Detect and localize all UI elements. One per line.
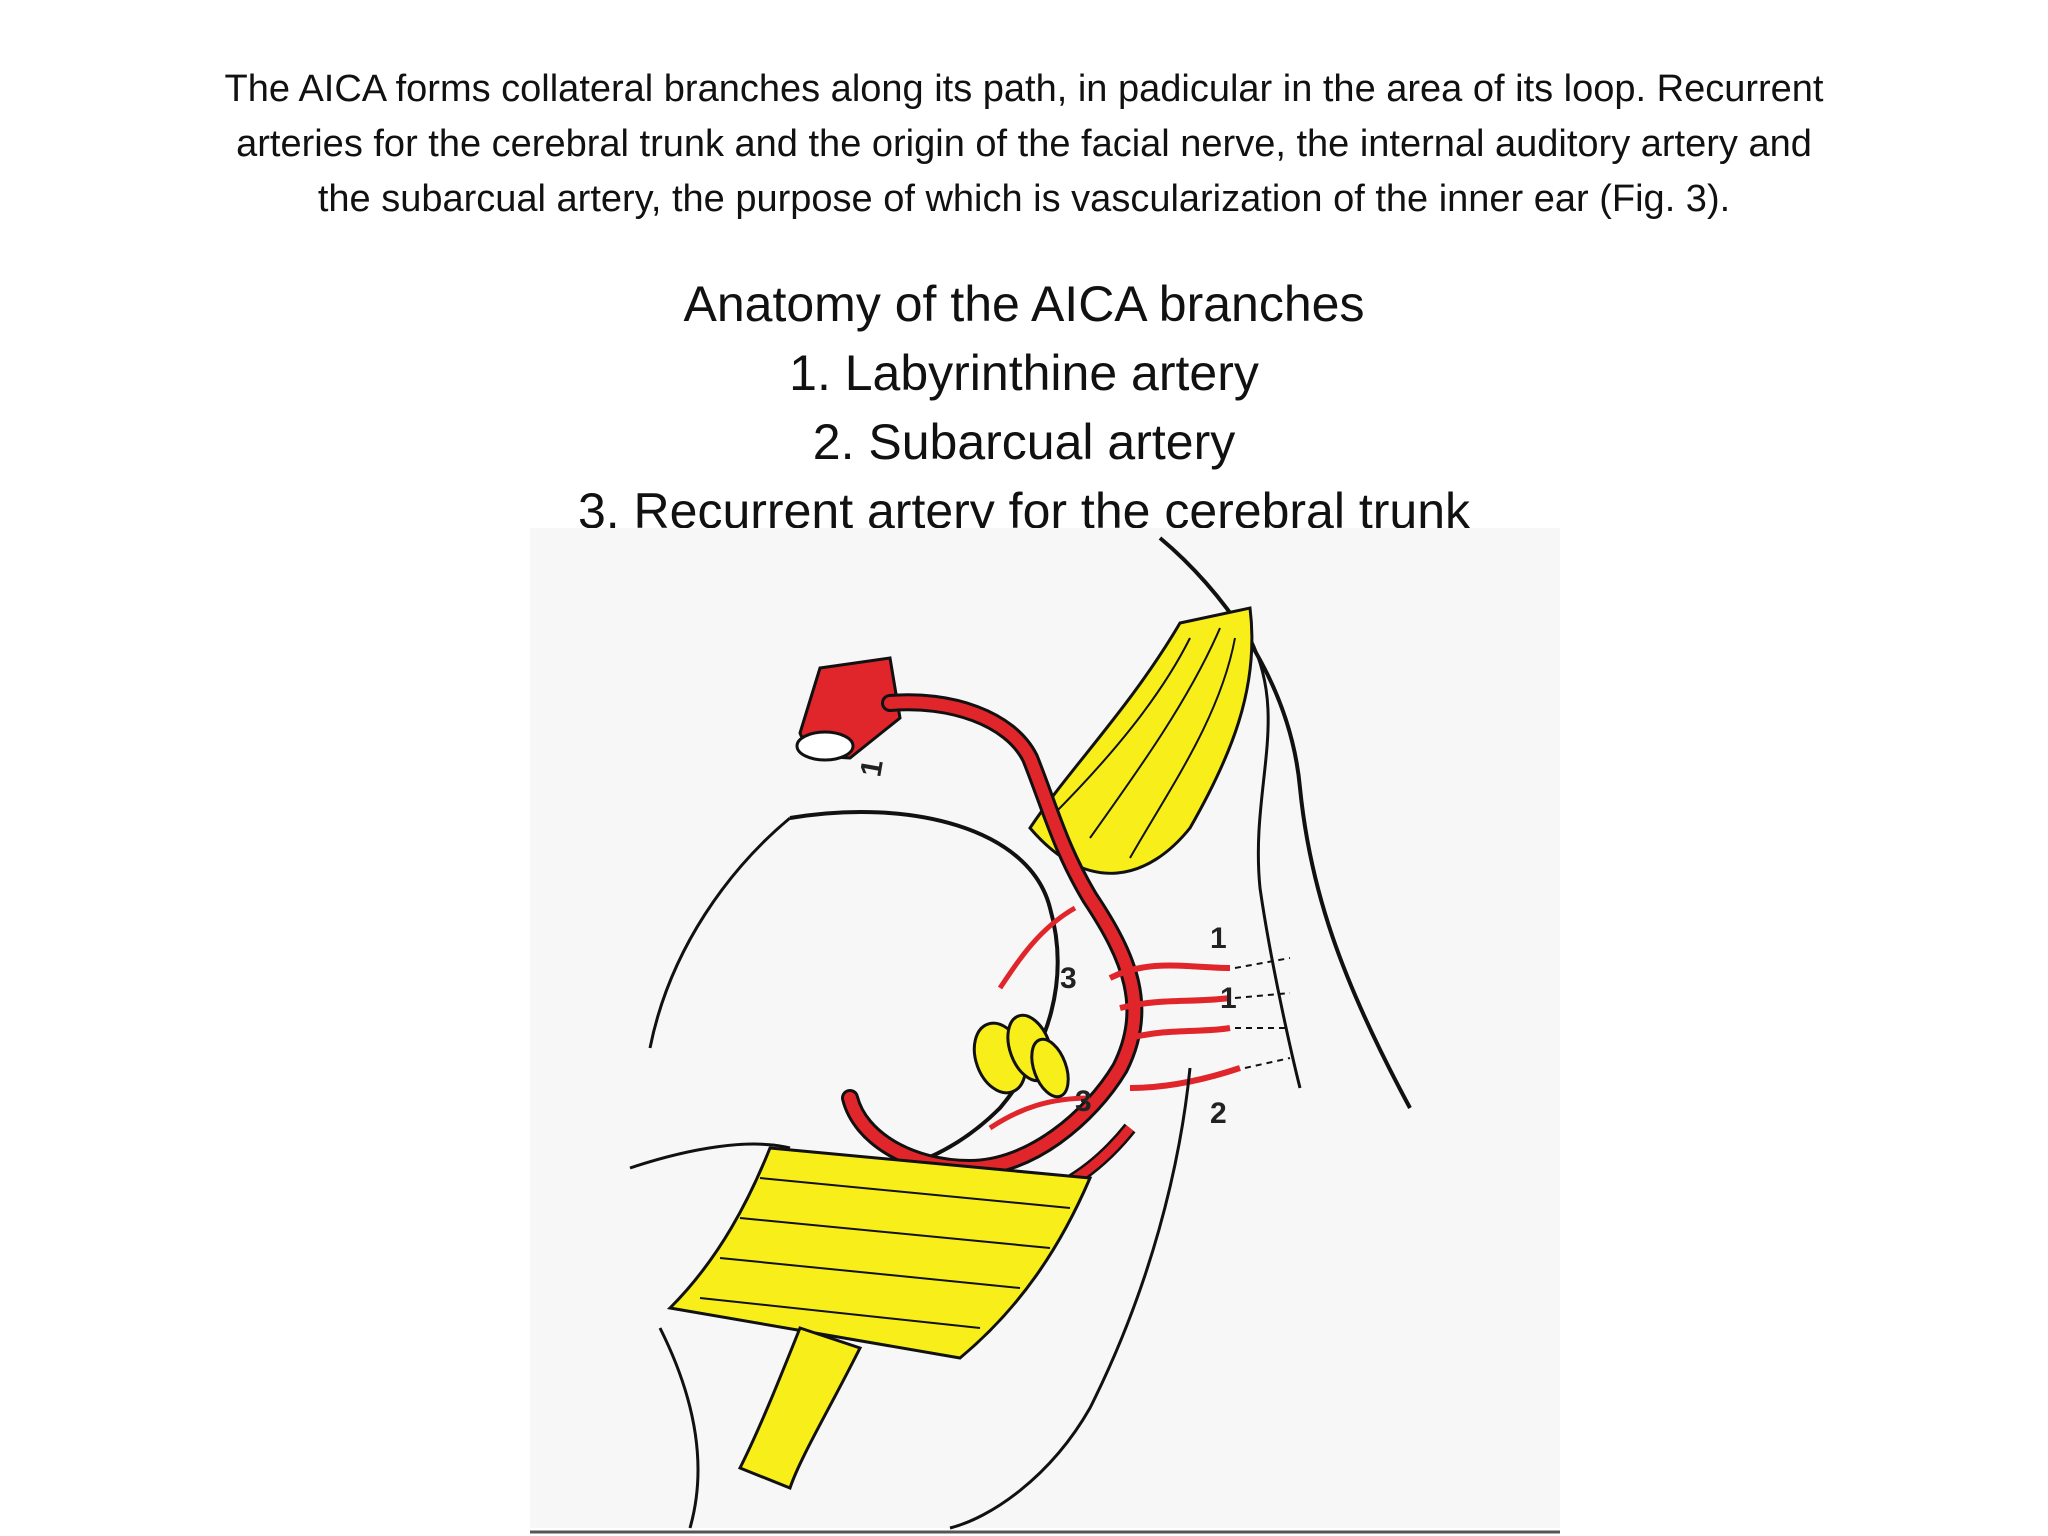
intro-line-1: The AICA forms collateral branches along… [224,68,1824,110]
figure-label-3-lower: 3 [1075,1085,1092,1118]
figure-label-2: 2 [1210,1097,1227,1130]
heading-item-labyrinthine: 1. Labyrinthine artery [789,345,1259,401]
outer-contour-inner-right [1248,637,1302,1089]
lower-right-contour [949,1067,1192,1530]
outer-contour-right [1158,536,1412,1109]
figure-label-3-upper: 3 [1060,962,1077,995]
figure-label-1-top: 1 [854,757,889,779]
aica-anatomy-illustration: 1 1 1 2 3 3 [530,528,1560,1536]
facial-nerve-rootlets [972,1013,1070,1099]
intro-line-3: the subarcual artery, the purpose of whi… [317,178,1731,220]
lower-left-contour [629,1142,791,1529]
lowest-nerve-bundle [737,1326,863,1490]
figure-heading: Anatomy of the AICA branches 1. Labyrint… [424,270,1624,546]
lower-nerve-fibers [699,1177,1071,1329]
heading-item-subarcual: 2. Subarcual artery [812,414,1236,470]
figure-label-1-right-lower: 1 [1220,982,1237,1015]
labyrinthine-branch-dashes [1234,957,1291,1029]
subarcual-branch-dashes [1244,1057,1291,1069]
figure-label-1-right: 1 [1210,922,1227,955]
labyrinthine-branch [1108,962,1231,1041]
brainstem-left-contour [648,816,791,1049]
heading-title: Anatomy of the AICA branches [683,276,1365,332]
anatomy-svg: 1 1 1 2 3 3 [530,528,1560,1534]
recurrent-branch-lower [988,1095,1091,1131]
intro-paragraph: The AICA forms collateral branches along… [90,62,1958,227]
vessel-lumen [795,730,855,762]
recurrent-branch-upper [997,905,1077,990]
intro-line-2: arteries for the cerebral trunk and the … [236,123,1812,165]
upper-nerve-fibers [1049,627,1236,859]
